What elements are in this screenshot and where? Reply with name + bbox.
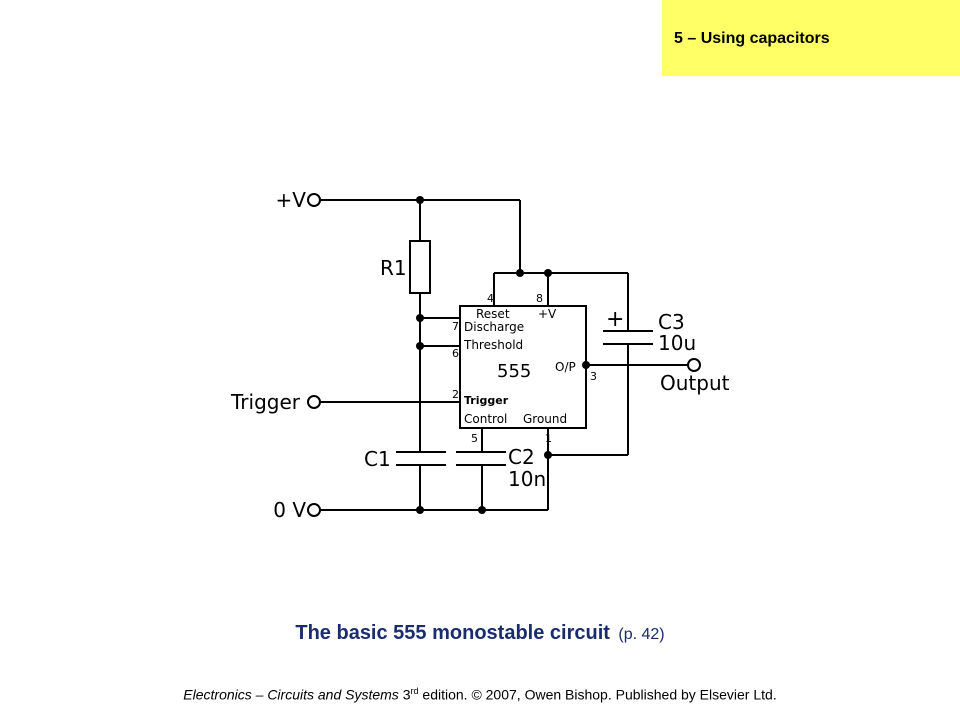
- supply-label: +V: [276, 188, 307, 212]
- pin-reset-label: Reset: [476, 307, 510, 321]
- chapter-tab: 5 – Using capacitors: [662, 0, 960, 76]
- pin-control-label: Control: [464, 412, 507, 426]
- ic-name: 555: [497, 361, 531, 382]
- c3-value: 10u: [658, 331, 696, 355]
- footer-edition-number: 3: [402, 686, 411, 703]
- r1-resistor: [409, 240, 431, 294]
- c2-label: C2: [508, 445, 535, 469]
- pin-threshold-label: Threshold: [463, 338, 523, 352]
- circuit-schematic: +V Trigger 0 V Output R1 C1 C2 10n C3 10…: [230, 188, 730, 522]
- junction-dot: [478, 506, 486, 514]
- pin-vplus-label: +V: [538, 307, 557, 321]
- c3-label: C3: [658, 310, 685, 334]
- footer-credit: Electronics – Circuits and Systems 3rd e…: [0, 686, 960, 703]
- pin-trigger-label: Trigger: [464, 394, 509, 407]
- junction-dot: [416, 196, 424, 204]
- r1-label: R1: [380, 256, 407, 280]
- ic-555-body: [459, 305, 587, 429]
- junction-dot: [416, 342, 424, 350]
- output-terminal: [687, 358, 701, 372]
- supply-terminal: [307, 193, 321, 207]
- pin-2-number: 2: [452, 388, 459, 401]
- caption-page-ref: (p. 42): [618, 626, 665, 643]
- pin-7-number: 7: [452, 320, 459, 333]
- figure-caption: The basic 555 monostable circuit (p. 42): [0, 622, 960, 645]
- junction-dot: [416, 314, 424, 322]
- pin-8-number: 8: [536, 292, 543, 305]
- pin-4-number: 4: [487, 292, 494, 305]
- footer-book-title: Electronics – Circuits and Systems: [183, 686, 399, 703]
- pin-ground-label: Ground: [523, 412, 567, 426]
- footer-edition-suffix: rd: [410, 686, 419, 696]
- pin-3-number: 3: [590, 370, 597, 383]
- c1-label: C1: [364, 447, 391, 471]
- chapter-title: 5 – Using capacitors: [674, 30, 830, 47]
- caption-title: The basic 555 monostable circuit: [295, 622, 610, 644]
- junctions: [416, 196, 590, 514]
- terminals: [307, 193, 701, 517]
- ground-terminal: [307, 503, 321, 517]
- pin-1-number: 1: [545, 432, 552, 445]
- pin-5-number: 5: [471, 432, 478, 445]
- c3-polarity-plus: +: [606, 307, 624, 332]
- trigger-label: Trigger: [230, 390, 301, 414]
- footer-publisher: edition. © 2007, Owen Bishop. Published …: [418, 686, 777, 703]
- junction-dot: [516, 269, 524, 277]
- junction-dot: [582, 361, 590, 369]
- pin-discharge-label: Discharge: [464, 320, 524, 334]
- junction-dot: [416, 506, 424, 514]
- pin-output-label: O/P: [555, 360, 576, 374]
- junction-dot: [544, 269, 552, 277]
- junction-dot: [544, 451, 552, 459]
- pin-6-number: 6: [452, 347, 459, 360]
- output-label: Output: [660, 371, 730, 395]
- c2-value: 10n: [508, 467, 546, 491]
- ground-label: 0 V: [273, 498, 306, 522]
- trigger-terminal: [307, 395, 321, 409]
